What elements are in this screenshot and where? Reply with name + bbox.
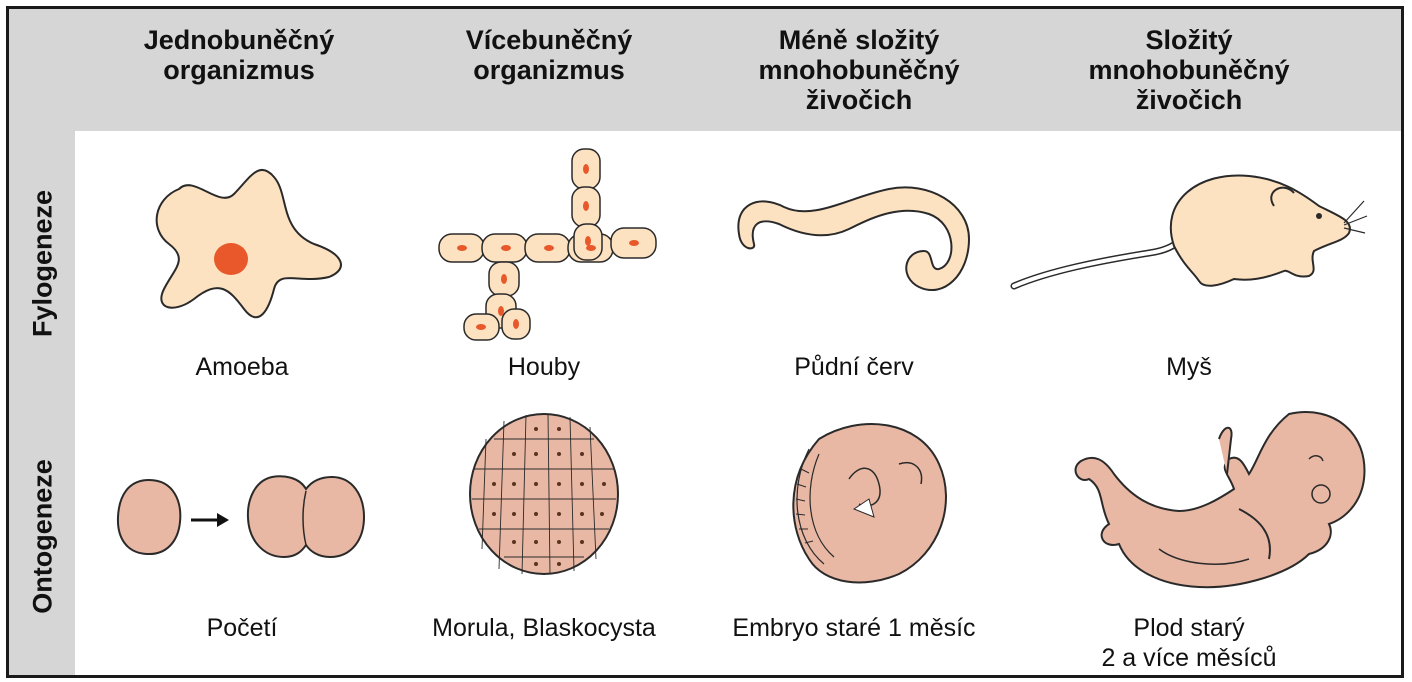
column-title-line: Vícebuněčný bbox=[399, 25, 699, 55]
caption-line: Embryo staré 1 měsíc bbox=[704, 613, 1004, 643]
caption-line: Početí bbox=[92, 613, 392, 643]
column-title-line: organizmus bbox=[89, 55, 389, 85]
caption-line: 2 a více měsíců bbox=[1039, 643, 1339, 673]
caption-fungi: Houby bbox=[394, 352, 694, 382]
row-title-phylogeny: Fylogeneze bbox=[28, 114, 59, 414]
caption-amoeba: Amoeba bbox=[92, 352, 392, 382]
column-title-line: živočich bbox=[709, 85, 1009, 115]
zygote-icon bbox=[114, 477, 184, 557]
arrow-icon bbox=[189, 511, 231, 529]
column-title-simple-animal: Méně složitý mnohobuněčný živočich bbox=[709, 25, 1009, 115]
column-title-complex-animal: Složitý mnohobuněčný živočich bbox=[1039, 25, 1339, 115]
mouse-icon bbox=[1009, 161, 1369, 301]
caption-mouse: Myš bbox=[1039, 352, 1339, 382]
fungi-icon bbox=[434, 144, 664, 344]
caption-morula: Morula, Blaskocysta bbox=[394, 613, 694, 643]
amoeba-icon bbox=[139, 159, 359, 334]
column-title-line: Jednobuněčný bbox=[89, 25, 389, 55]
caption-embryo: Embryo staré 1 měsíc bbox=[704, 613, 1004, 643]
caption-line: Morula, Blaskocysta bbox=[394, 613, 694, 643]
column-title-multicellular: Vícebuněčný organizmus bbox=[399, 25, 699, 85]
fetus-icon bbox=[1059, 399, 1379, 599]
caption-fetus: Plod starý 2 a více měsíců bbox=[1039, 613, 1339, 673]
caption-conception: Početí bbox=[92, 613, 392, 643]
caption-worm: Půdní červ bbox=[704, 352, 1004, 382]
column-title-line: organizmus bbox=[399, 55, 699, 85]
column-title-line: Méně složitý bbox=[709, 25, 1009, 55]
morula-icon bbox=[464, 409, 624, 579]
column-title-line: mnohobuněčný bbox=[709, 55, 1009, 85]
two-cell-stage-icon bbox=[244, 473, 369, 561]
worm-icon bbox=[729, 179, 979, 304]
column-title-line: živočich bbox=[1039, 85, 1339, 115]
row-title-ontogeny: Ontogeneze bbox=[28, 387, 59, 679]
column-title-unicellular: Jednobuněčný organizmus bbox=[89, 25, 389, 85]
embryo-icon bbox=[779, 409, 959, 589]
column-title-line: Složitý bbox=[1039, 25, 1339, 55]
caption-line: Plod starý bbox=[1039, 613, 1339, 643]
diagram-frame: Jednobuněčný organizmus Vícebuněčný orga… bbox=[6, 6, 1404, 678]
column-title-line: mnohobuněčný bbox=[1039, 55, 1339, 85]
